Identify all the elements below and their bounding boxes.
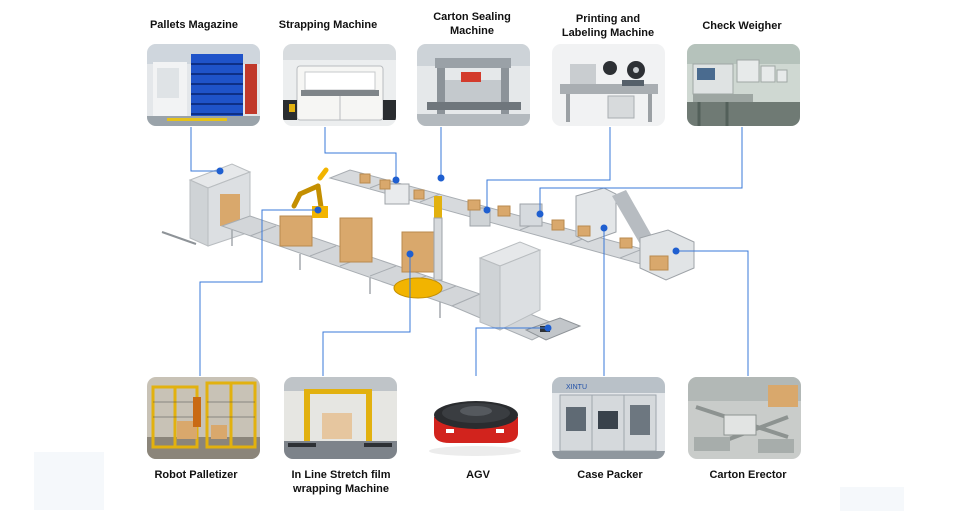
- leader-carton-erector-dot: [672, 247, 680, 255]
- leader-check-weigher: [539, 127, 743, 214]
- photo-carton-erector: [688, 377, 801, 459]
- pallet-magazine-cabinet: [161, 163, 252, 247]
- leader-carton-sealing-dot: [437, 174, 445, 182]
- pallet-stacks: [279, 215, 443, 299]
- label-line-1: Carton Sealing: [433, 11, 511, 23]
- connector-lines: [190, 127, 749, 376]
- label-line-1: In Line Stretch film: [291, 469, 391, 481]
- leader-strapping-machine-dot: [392, 176, 400, 184]
- photo-strapping-machine: [283, 44, 396, 126]
- label-line-2: Machine: [449, 25, 494, 37]
- label-line-2: wrapping Machine: [293, 483, 389, 495]
- photo-robot-palletizer: [147, 377, 260, 459]
- label-carton-erector: Carton Erector: [709, 469, 787, 481]
- photo-check-weigher: [687, 44, 800, 126]
- label-agv: AGV: [466, 469, 490, 481]
- label-stretch-wrapping-machine: In Line Stretch film wrapping Machine: [282, 468, 400, 496]
- label-line-2: Labeling Machine: [561, 27, 655, 39]
- label-pallets-magazine: Pallets Magazine: [149, 19, 239, 31]
- leader-stretch-wrapping-dot: [406, 250, 414, 258]
- label-case-packer: Case Packer: [577, 469, 643, 481]
- leader-agv: [475, 327, 548, 376]
- label-robot-palletizer: Robot Palletizer: [154, 469, 238, 481]
- label-line-1: Printing and: [575, 13, 641, 25]
- leader-pallets-magazine-dot: [216, 167, 224, 175]
- leader-check-weigher-dot: [536, 210, 544, 218]
- photo-carton-sealing-machine: [417, 44, 530, 126]
- leader-robot-palletizer-dot: [314, 206, 322, 214]
- leader-printing-labeling: [486, 127, 611, 210]
- leader-robot-palletizer: [199, 209, 318, 376]
- label-carton-sealing-machine: Carton Sealing Machine: [424, 10, 520, 38]
- photo-agv: [420, 377, 533, 459]
- leader-pallets-magazine: [190, 127, 220, 172]
- leader-printing-labeling-dot: [483, 206, 491, 214]
- leader-agv-dot: [544, 324, 552, 332]
- leader-strapping-machine: [324, 127, 397, 180]
- photo-case-packer: XINTU: [552, 377, 665, 459]
- connector-dots: [216, 167, 680, 332]
- background-panel: [840, 487, 904, 511]
- leader-carton-erector: [676, 250, 749, 376]
- leader-stretch-wrapping: [322, 254, 411, 376]
- background-panel: [34, 452, 104, 510]
- label-printing-labeling-machine: Printing and Labeling Machine: [556, 12, 660, 40]
- photo-pallets-magazine: [147, 44, 260, 126]
- photo-stretch-wrapping-machine: [284, 377, 397, 459]
- wrapping-cabinet: [478, 241, 542, 331]
- cartons: [359, 173, 669, 271]
- label-check-weigher: Check Weigher: [702, 20, 782, 32]
- photo-printing-labeling-machine: [552, 44, 665, 126]
- brand-label: XINTU: [566, 384, 587, 391]
- label-strapping-machine: Strapping Machine: [278, 19, 378, 31]
- leader-case-packer-dot: [600, 224, 608, 232]
